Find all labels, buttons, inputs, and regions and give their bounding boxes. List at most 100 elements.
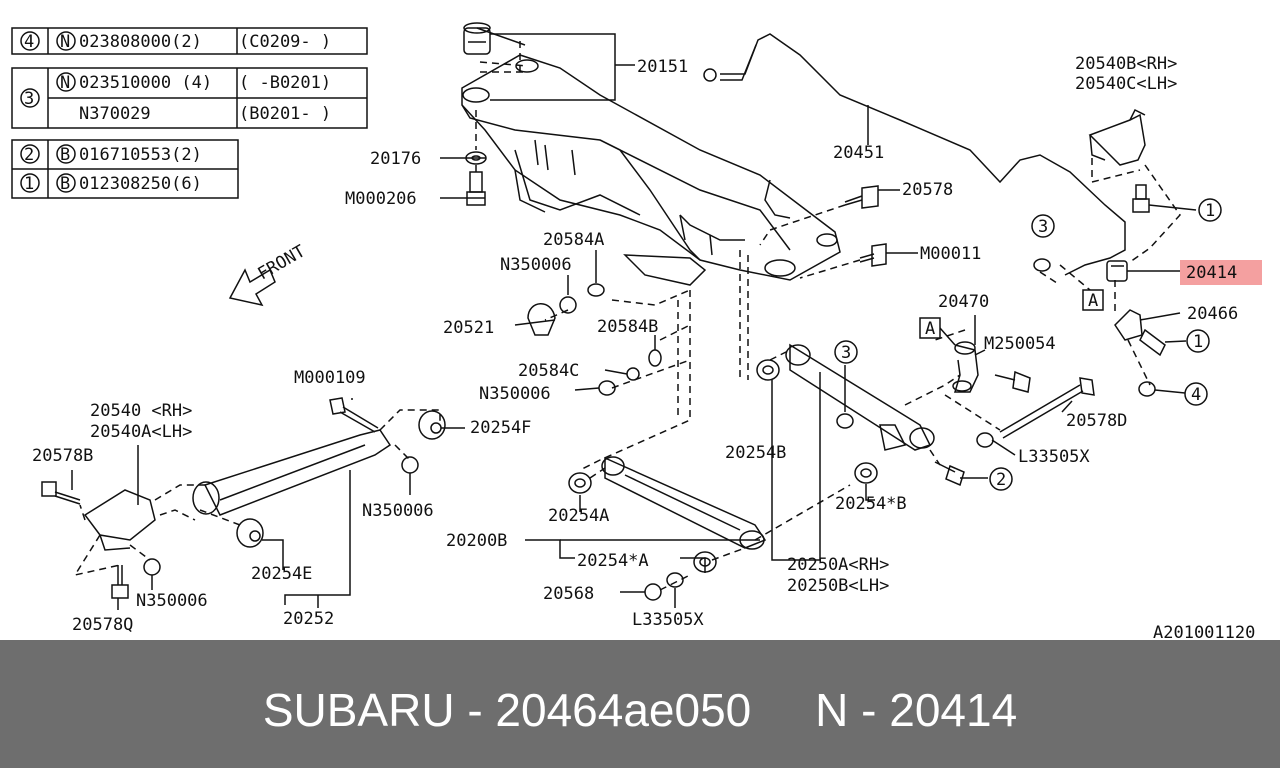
callout-3-upper: 3 bbox=[1038, 217, 1048, 237]
nut-N350006-upper bbox=[559, 296, 577, 314]
bushing-20254B bbox=[756, 359, 780, 381]
nut-N350006-bracket bbox=[143, 558, 161, 576]
label-M00011: M00011 bbox=[920, 244, 981, 264]
callout-1-lower: 1 bbox=[1193, 332, 1203, 352]
bolt-20578D bbox=[999, 377, 1095, 439]
legend-row4-range: (C0209- ) bbox=[239, 32, 331, 52]
label-20578D: 20578D bbox=[1066, 411, 1127, 431]
label-20254E: 20254E bbox=[251, 564, 312, 584]
washer-20584B bbox=[648, 349, 662, 367]
label-20578: 20578 bbox=[902, 180, 953, 200]
callout-3-lower: 3 bbox=[841, 343, 851, 363]
rear-crossmember bbox=[461, 54, 841, 281]
bolt-1-upper bbox=[1132, 184, 1150, 213]
bushing-20254F bbox=[418, 410, 446, 440]
label-20254sA: 20254*A bbox=[577, 551, 649, 571]
legend-row3a-code: 023510000 (4) bbox=[79, 73, 212, 93]
legend-row2-circle: B bbox=[60, 145, 70, 165]
legend-row3a-range: ( -B0201) bbox=[239, 73, 331, 93]
legend-row1-circle: B bbox=[60, 174, 70, 194]
bolt-20578B bbox=[41, 481, 81, 505]
legend-table bbox=[11, 27, 368, 199]
label-20250A: 20250A<RH> bbox=[787, 555, 889, 575]
nut-4 bbox=[1138, 381, 1156, 397]
label-20451: 20451 bbox=[833, 143, 884, 163]
label-20176: 20176 bbox=[370, 149, 421, 169]
label-20540: 20540 <RH> bbox=[90, 401, 192, 421]
clamp-20466 bbox=[1114, 309, 1143, 341]
bolt-2 bbox=[934, 461, 965, 487]
legend-text: 4 N 023808000(2) (C0209- ) 3 N 023510000… bbox=[24, 32, 331, 194]
legend-row1-code: 012308250(6) bbox=[79, 174, 202, 194]
bracket-20540 bbox=[83, 489, 156, 551]
legend-row4-num: 4 bbox=[24, 32, 34, 52]
label-20254sB: 20254*B bbox=[835, 494, 907, 514]
label-20254B: 20254B bbox=[725, 443, 786, 463]
bushing-20254sB bbox=[854, 462, 878, 484]
label-20568: 20568 bbox=[543, 584, 594, 604]
washer-3-upper bbox=[1033, 258, 1051, 272]
label-N350006-c: N350006 bbox=[362, 501, 434, 521]
label-20414: 20414 bbox=[1186, 263, 1237, 283]
bolt-M000109 bbox=[329, 397, 379, 433]
bushing-20414 bbox=[1106, 260, 1128, 282]
callout-4: 4 bbox=[1191, 385, 1201, 405]
washer-L33505X-right bbox=[976, 432, 994, 448]
bolt-M000206 bbox=[466, 171, 486, 206]
highlight-box bbox=[1180, 260, 1262, 285]
bolt-20578Q bbox=[111, 565, 129, 599]
legend-row2-code: 016710553(2) bbox=[79, 145, 202, 165]
label-20470: 20470 bbox=[938, 292, 989, 312]
box-A-left: A bbox=[925, 319, 935, 339]
label-M000206: M000206 bbox=[345, 189, 417, 209]
bolt-M250054 bbox=[994, 370, 1031, 393]
bushing-20254E bbox=[236, 518, 264, 548]
front-label: FRONT bbox=[255, 241, 309, 284]
callout-1-upper: 1 bbox=[1205, 201, 1215, 221]
label-diagram-code: A201001120 bbox=[1153, 623, 1255, 640]
legend-row3b-code: N370029 bbox=[79, 104, 151, 124]
legend-row3-num: 3 bbox=[24, 89, 34, 109]
label-20250B: 20250B<LH> bbox=[787, 576, 889, 596]
label-20466: 20466 bbox=[1187, 304, 1238, 324]
nut-N350006-link bbox=[401, 456, 419, 474]
callout-markers bbox=[834, 198, 1222, 491]
callout-2: 2 bbox=[996, 470, 1006, 490]
label-20254A: 20254A bbox=[548, 506, 609, 526]
parts-diagram: 4 N 023808000(2) (C0209- ) 3 N 023510000… bbox=[11, 22, 1262, 640]
label-20584A: 20584A bbox=[543, 230, 604, 250]
label-20540A: 20540A<LH> bbox=[90, 422, 192, 442]
label-20578B: 20578B bbox=[32, 446, 93, 466]
label-20254F: 20254F bbox=[470, 418, 531, 438]
washer-20584A bbox=[587, 283, 605, 297]
legend-row3b-range: (B0201- ) bbox=[239, 104, 331, 124]
label-M000109: M000109 bbox=[294, 368, 366, 388]
bolt-20578 bbox=[844, 185, 879, 209]
callout-numbers: 1 1 2 3 3 4 A A bbox=[841, 201, 1215, 490]
label-20521: 20521 bbox=[443, 318, 494, 338]
legend-row1-num: 1 bbox=[24, 174, 34, 194]
bushing-20151 bbox=[463, 22, 491, 55]
label-20151: 20151 bbox=[637, 57, 688, 77]
bushing-20254A bbox=[568, 472, 592, 494]
label-20200B: 20200B bbox=[446, 531, 507, 551]
label-20578Q: 20578Q bbox=[72, 615, 133, 635]
label-N350006-b: N350006 bbox=[479, 384, 551, 404]
footer-bar: SUBARU - 20464ae050 N - 20414 bbox=[0, 640, 1280, 768]
leader-lines bbox=[71, 27, 1197, 610]
bolt-M00011 bbox=[859, 243, 887, 267]
legend-row2-num: 2 bbox=[24, 145, 34, 165]
legend-row4-circle: N bbox=[60, 32, 70, 52]
part-labels: 20151 20176 M000206 20451 20578 M00011 2… bbox=[32, 54, 1255, 640]
lower-arm-20200B bbox=[601, 456, 767, 550]
washer-L33505X-lower bbox=[666, 572, 684, 588]
bump-stop-20521 bbox=[527, 303, 556, 336]
dashed-assembly-lines bbox=[73, 40, 1181, 591]
lateral-link-20250 bbox=[785, 343, 935, 451]
label-L33505X-a: L33505X bbox=[1018, 447, 1090, 467]
front-arrow-icon bbox=[228, 268, 276, 307]
label-20584B: 20584B bbox=[597, 317, 658, 337]
bracket-20540B bbox=[1088, 108, 1146, 166]
legend-row3a-circle: N bbox=[60, 73, 70, 93]
stabilizer-bar-20451 bbox=[703, 33, 1126, 276]
